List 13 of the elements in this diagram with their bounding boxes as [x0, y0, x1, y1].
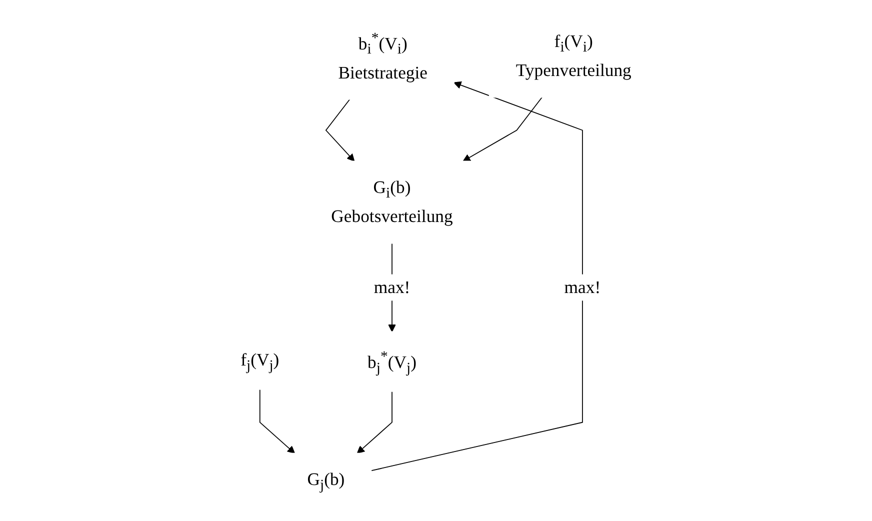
edge-label: max! [564, 277, 601, 297]
node-text: b$_{i}$$^{*}$(V$_{i}$) Bietstrategie [338, 28, 428, 82]
node-text: G$_{i}$(b) Gebotsverteilung [331, 177, 453, 226]
edge-label: max! [374, 277, 410, 297]
arrow [325, 98, 355, 162]
node-text: b$_{j}$$^{*}$(V$_{j}$) [368, 347, 416, 376]
arrow [356, 390, 392, 454]
arrow [259, 388, 296, 454]
node-text: f$_{j}$(V$_{j}$) [240, 350, 280, 373]
node-text: G$_{j}$(b) [307, 470, 345, 493]
node-text: f$_{i}$(V$_{i}$) Typenverteilung [516, 31, 632, 80]
arrow [370, 80, 583, 471]
arrow [462, 96, 542, 162]
